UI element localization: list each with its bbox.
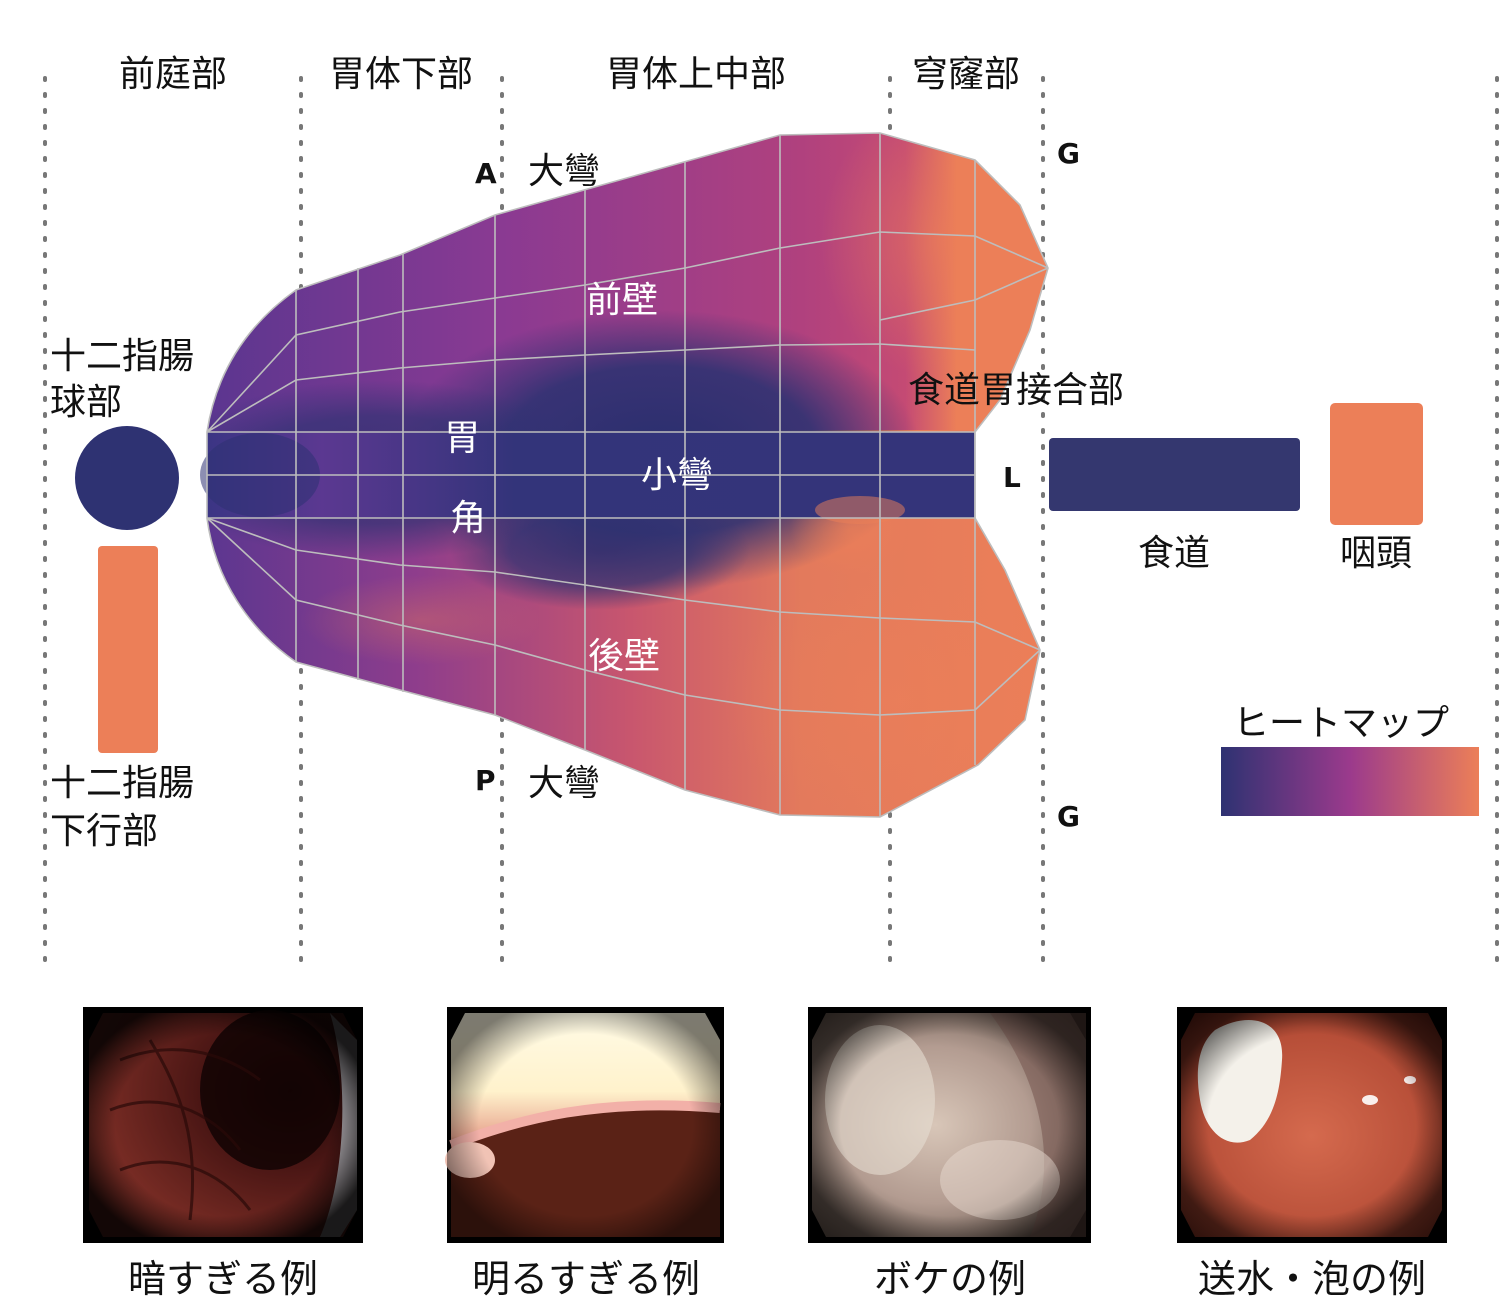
legend-title: ヒートマップ bbox=[1233, 703, 1449, 744]
marker-g-top: G bbox=[1057, 137, 1080, 170]
stomach-heatmap bbox=[200, 132, 1049, 818]
example-foam-caption: 送水・泡の例 bbox=[1198, 1257, 1426, 1300]
greater-curvature-top-label: 大彎 bbox=[528, 151, 600, 192]
duodenal-descending-cell bbox=[98, 546, 158, 753]
esophagus-label: 食道 bbox=[1138, 533, 1210, 574]
marker-p: P bbox=[475, 764, 496, 797]
region-label-antrum: 前庭部 bbox=[119, 54, 227, 95]
example-blur-caption: ボケの例 bbox=[874, 1257, 1026, 1300]
example-bright-caption: 明るすぎる例 bbox=[472, 1257, 700, 1300]
marker-g-bottom: G bbox=[1057, 800, 1080, 833]
example-blur bbox=[808, 1007, 1091, 1243]
region-label-upper-middle-body: 胃体上中部 bbox=[606, 54, 786, 95]
posterior-wall-label: 後壁 bbox=[588, 636, 660, 677]
region-label-fornix: 穹窿部 bbox=[912, 54, 1020, 95]
anterior-wall-label: 前壁 bbox=[586, 280, 658, 321]
duodenal-bulb-cell bbox=[75, 426, 179, 530]
region-label-lower-body: 胃体下部 bbox=[329, 54, 473, 95]
pharynx-label: 咽頭 bbox=[1340, 533, 1412, 574]
marker-l: L bbox=[1003, 461, 1021, 494]
example-dark-caption: 暗すぎる例 bbox=[128, 1257, 318, 1300]
heatmap-grid bbox=[206, 132, 1049, 818]
example-dark bbox=[83, 1007, 363, 1243]
esophagus-cell bbox=[1049, 438, 1300, 511]
angulus-label: 胃 角 bbox=[444, 418, 491, 539]
lesser-curvature-label: 小彎 bbox=[641, 455, 713, 496]
example-bright bbox=[445, 1007, 724, 1243]
duodenal-descending-label: 十二指腸 下行部 bbox=[50, 763, 205, 852]
ej-junction-label: 食道胃接合部 bbox=[908, 370, 1124, 411]
duodenal-bulb-label: 十二指腸 球部 bbox=[50, 336, 205, 423]
greater-curvature-bottom-label: 大彎 bbox=[528, 763, 600, 804]
marker-a: A bbox=[475, 157, 497, 190]
pharynx-cell bbox=[1330, 403, 1423, 525]
example-foam bbox=[1177, 1007, 1447, 1243]
legend-colorbar bbox=[1221, 747, 1479, 816]
